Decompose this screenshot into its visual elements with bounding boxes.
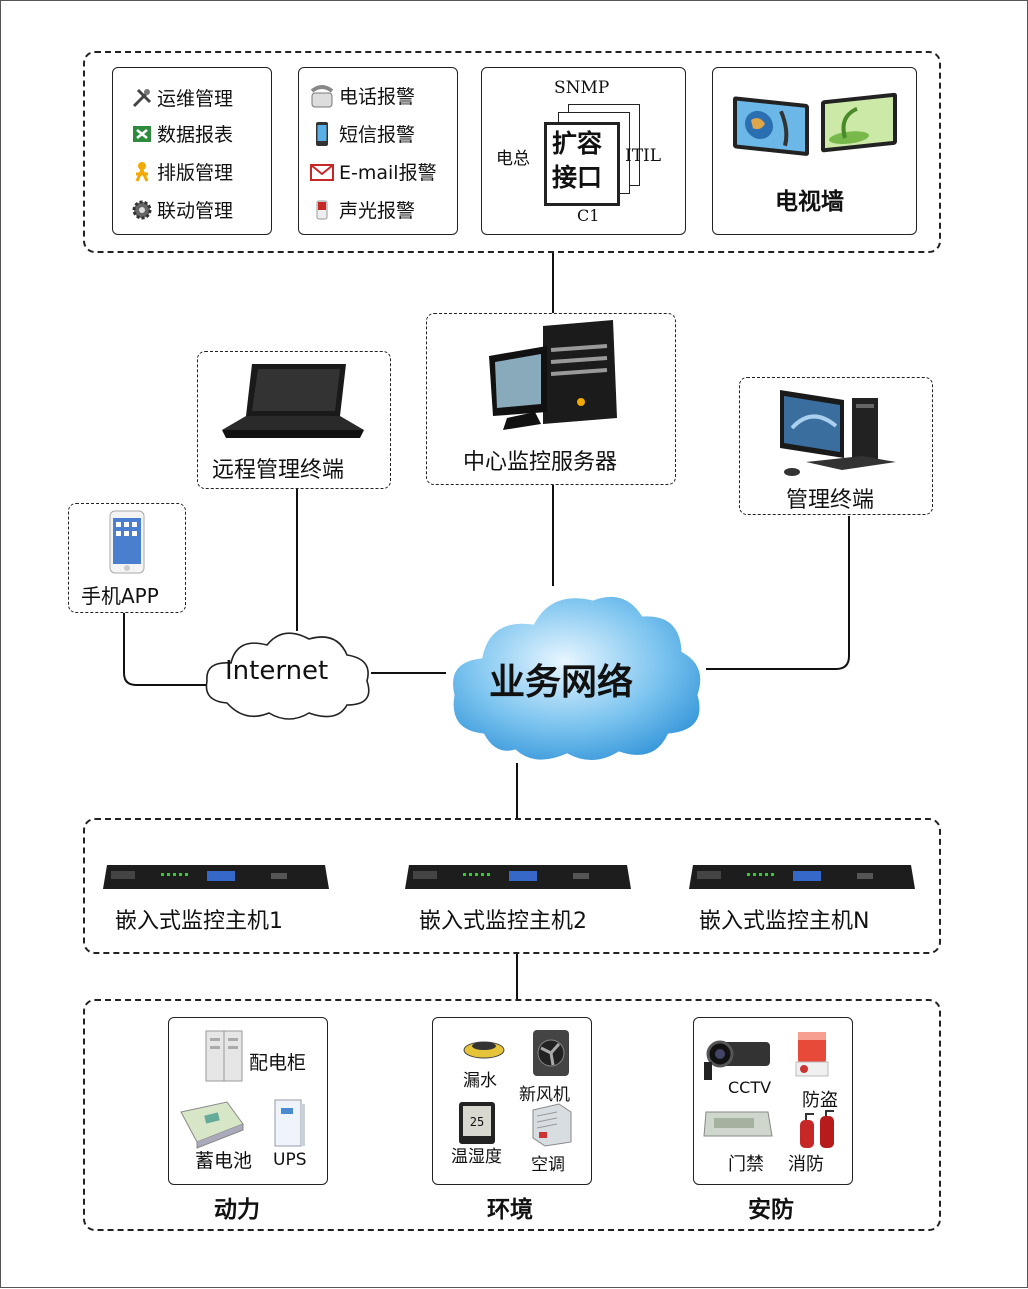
c1-label: C1 <box>577 206 600 225</box>
top-group <box>83 51 941 253</box>
telephone-icon <box>310 84 334 107</box>
temp-humidity-label: 温湿度 <box>451 1147 502 1167</box>
embedded-host-2-device-icon <box>405 865 631 889</box>
email-alarm-label: E-mail报警 <box>339 162 437 184</box>
sms-alarm-label: 短信报警 <box>339 124 416 146</box>
fresh-air-fan-icon <box>533 1030 569 1076</box>
envelope-icon <box>310 163 334 181</box>
internet-cloud-icon <box>205 632 370 720</box>
gear-icon <box>132 200 152 219</box>
management-terminal-box: 管理终端 <box>739 377 933 515</box>
workstation-icon <box>780 390 896 476</box>
battery-icon <box>180 1101 244 1149</box>
dianzong-label: 电总 <box>496 149 530 169</box>
snmp-label: SNMP <box>554 78 610 98</box>
sound-light-alarm-label: 声光报警 <box>339 200 416 222</box>
desktop-computer-icon <box>489 320 617 430</box>
person-icon <box>135 161 149 182</box>
thermo-hygrometer-icon: 25 <box>459 1102 495 1144</box>
central-server-box: 中心监控服务器 <box>426 313 676 485</box>
schedule-management-item: 排版管理 <box>131 158 233 185</box>
access-control-icon <box>703 1111 773 1137</box>
cctv-camera-icon <box>704 1040 770 1080</box>
distribution-cabinet-label: 配电柜 <box>249 1052 307 1074</box>
sms-alarm-item: 短信报警 <box>309 120 415 147</box>
tools-icon <box>132 88 152 107</box>
embedded-host-1-device-icon <box>103 865 329 889</box>
fire-extinguisher-icon <box>800 1110 834 1148</box>
burglar-alarm-icon <box>795 1032 829 1077</box>
embedded-host-2-label: 嵌入式监控主机2 <box>419 909 587 934</box>
embedded-hosts-group <box>83 818 941 954</box>
facility-subsystems-group <box>83 999 941 1231</box>
mobile-app-label: 手机APP <box>81 584 159 608</box>
email-alarm-item: E-mail报警 <box>309 158 437 185</box>
ops-management-label: 运维管理 <box>157 88 234 110</box>
internet-label: Internet <box>225 656 329 686</box>
fire-protection-label: 消防 <box>788 1154 824 1175</box>
remote-terminal-box: 远程管理终端 <box>197 351 391 489</box>
tv-wall-panel: 电视墙 <box>712 67 917 235</box>
power-panel: 配电柜 蓄电池 UPS <box>168 1017 328 1185</box>
water-leak-sensor-icon <box>463 1041 505 1059</box>
data-report-item: 数据报表 <box>131 120 233 147</box>
embedded-host-n-device-icon <box>689 865 915 889</box>
environment-title: 环境 <box>487 1197 533 1223</box>
embedded-host-1-label: 嵌入式监控主机1 <box>115 909 283 934</box>
doc-sheet-front <box>544 122 620 206</box>
ups-icon <box>274 1099 305 1147</box>
battery-label: 蓄电池 <box>195 1150 253 1172</box>
expansion-interface-panel: SNMP 扩容 接口 电总 ITIL C1 <box>481 67 686 235</box>
remote-terminal-label: 远程管理终端 <box>212 458 345 483</box>
environment-panel: 漏水 新风机 25 温湿度 空调 <box>432 1017 592 1185</box>
air-conditioner-label: 空调 <box>531 1155 565 1175</box>
spreadsheet-icon <box>133 125 151 142</box>
power-title: 动力 <box>214 1197 260 1223</box>
svg-text:25: 25 <box>470 1115 484 1129</box>
phone-alarm-label: 电话报警 <box>339 86 416 108</box>
alarm-panel: 电话报警 短信报警 E-mail报警 声光报警 <box>298 67 458 235</box>
mobile-app-box: 手机APP <box>68 503 186 613</box>
air-conditioner-icon <box>532 1103 572 1147</box>
siren-icon <box>316 200 328 219</box>
mobile-phone-icon <box>316 121 328 146</box>
fresh-air-fan-label: 新风机 <box>519 1085 570 1105</box>
central-server-label: 中心监控服务器 <box>463 450 618 475</box>
linkage-management-label: 联动管理 <box>157 200 234 222</box>
sound-light-alarm-item: 声光报警 <box>309 196 415 223</box>
schedule-management-label: 排版管理 <box>157 162 234 184</box>
linkage-management-item: 联动管理 <box>131 196 233 223</box>
tv-screens-icon <box>733 92 897 156</box>
interface-line-1: 扩容 <box>552 129 603 158</box>
anti-theft-label: 防盗 <box>802 1090 838 1111</box>
embedded-host-n-label: 嵌入式监控主机N <box>699 909 870 934</box>
management-panel: 运维管理 数据报表 排版管理 联动管理 <box>112 67 272 235</box>
itil-label: ITIL <box>625 146 662 166</box>
security-title: 安防 <box>748 1197 794 1223</box>
smartphone-icon <box>109 510 145 574</box>
security-panel: CCTV 防盗 门禁 消防 <box>693 1017 853 1185</box>
distribution-cabinet-icon <box>205 1030 243 1082</box>
data-report-label: 数据报表 <box>157 124 234 146</box>
tv-wall-label: 电视墙 <box>775 189 844 215</box>
ops-management-item: 运维管理 <box>131 84 233 111</box>
laptop-icon <box>222 364 364 438</box>
phone-alarm-item: 电话报警 <box>309 82 415 109</box>
ups-label: UPS <box>273 1150 307 1170</box>
interface-line-2: 接口 <box>552 163 603 192</box>
access-control-label: 门禁 <box>728 1154 764 1175</box>
management-terminal-label: 管理终端 <box>786 488 875 513</box>
cctv-label: CCTV <box>728 1078 772 1097</box>
business-network-label: 业务网络 <box>489 662 634 703</box>
water-leak-label: 漏水 <box>463 1071 497 1091</box>
business-network-cloud-icon <box>450 594 704 763</box>
